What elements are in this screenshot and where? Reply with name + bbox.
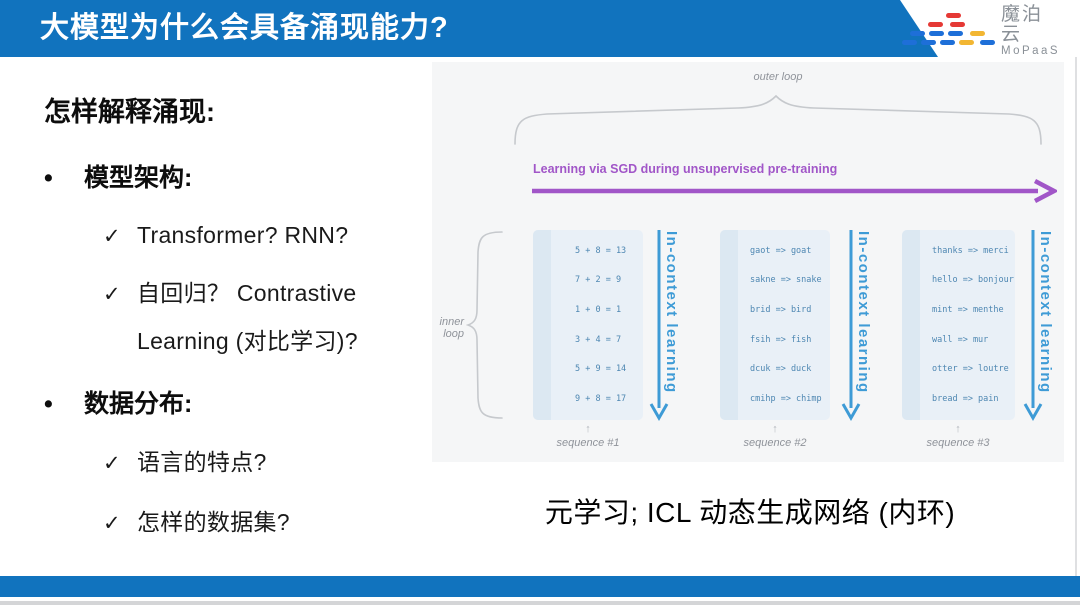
sequence-row: 3 + 4 = 7 — [575, 334, 622, 345]
slide-right-edge — [1075, 57, 1077, 576]
panel-index-strip — [902, 230, 920, 420]
up-arrow-icon: ↑ — [772, 423, 778, 435]
in-context-down-arrow-icon — [841, 230, 861, 422]
logo-dash — [980, 40, 995, 45]
sequence-row: dcuk => duck — [750, 364, 812, 375]
sequence-2-panel: gaot => goat sakne => snake brid => bird… — [720, 230, 830, 420]
sequence-row: 7 + 2 = 9 — [575, 275, 622, 286]
check-icon: ✓ — [103, 512, 121, 535]
check-icon: ✓ — [103, 283, 121, 306]
footer-bar — [0, 576, 1080, 597]
logo-dash — [910, 31, 925, 36]
sequence-row: 1 + 0 = 1 — [575, 305, 622, 316]
logo-dash — [950, 22, 965, 27]
bottom-edge — [0, 601, 1080, 605]
sequence-2-label: sequence #2 — [743, 437, 807, 449]
logo-dash — [970, 31, 985, 36]
inner-loop-brace-icon — [466, 231, 503, 419]
logo-dash — [940, 40, 955, 45]
logo-dash — [921, 40, 936, 45]
mopaas-logo: 魔泊云 MoPaaS — [902, 4, 1062, 57]
header-bar: 大模型为什么会具备涌现能力? — [0, 0, 938, 57]
inner-loop-label: inner loop — [439, 316, 464, 340]
logo-dash — [928, 22, 943, 27]
sequence-row: mint => menthe — [932, 305, 1004, 316]
logo-dash — [902, 40, 917, 45]
sub-bullet-language-traits: ✓语言的特点? — [103, 449, 267, 475]
sequence-row: 9 + 8 = 17 — [575, 394, 627, 405]
sub-bullet-autoregressive-contrastive: ✓自回归？ Contrastive Learning (对比学习)? — [103, 270, 358, 365]
logo-subtitle: MoPaaS — [1001, 44, 1061, 57]
sequence-row: sakne => snake — [750, 275, 822, 286]
sequence-row: 5 + 8 = 13 — [575, 245, 627, 256]
sequence-row: hello => bonjour — [932, 275, 1014, 286]
bullet-icon: • — [44, 390, 53, 418]
bullet-data-distribution: •数据分布: — [44, 390, 193, 418]
panel-index-strip — [720, 230, 738, 420]
sequence-3-panel: thanks => merci hello => bonjour mint =>… — [902, 230, 1015, 420]
sequence-row: 5 + 9 = 14 — [575, 364, 627, 375]
sequence-row: gaot => goat — [750, 245, 812, 256]
logo-dash — [946, 13, 961, 18]
sequence-row: otter => loutre — [932, 364, 1009, 375]
sequence-row: thanks => merci — [932, 245, 1009, 256]
figure-caption: 元学习; ICL 动态生成网络 (内环) — [544, 497, 956, 528]
sequence-1-panel: 5 + 8 = 13 7 + 2 = 9 1 + 0 = 1 3 + 4 = 7… — [533, 230, 643, 420]
up-arrow-icon: ↑ — [585, 423, 591, 435]
in-context-down-arrow-icon — [1023, 230, 1043, 422]
mopaas-logo-icon — [902, 11, 995, 51]
sequence-row: bread => pain — [932, 394, 999, 405]
in-context-down-arrow-icon — [649, 230, 669, 422]
in-context-learning-label: In-context learning — [663, 231, 680, 394]
outer-loop-label: outer loop — [753, 71, 803, 83]
sgd-pretraining-label: Learning via SGD during unsupervised pre… — [533, 162, 838, 176]
outer-loop-brace-icon — [514, 94, 1042, 145]
logo-dash — [948, 31, 963, 36]
bullet-icon: • — [44, 164, 53, 192]
check-icon: ✓ — [103, 225, 121, 248]
section-heading: 怎样解释涌现: — [44, 97, 215, 127]
sequence-row: fsih => fish — [750, 334, 812, 345]
check-icon: ✓ — [103, 452, 121, 475]
sequence-row: cmihp => chimp — [750, 394, 822, 405]
logo-name: 魔泊云 — [1001, 4, 1044, 45]
slide-title: 大模型为什么会具备涌现能力? — [40, 12, 449, 44]
logo-dash — [959, 40, 974, 45]
in-context-learning-label: In-context learning — [855, 231, 872, 394]
sgd-right-arrow-icon — [532, 179, 1057, 203]
sequence-3-label: sequence #3 — [926, 437, 990, 449]
panel-index-strip — [533, 230, 551, 420]
sequence-1-label: sequence #1 — [556, 437, 620, 449]
sub-bullet-what-dataset: ✓怎样的数据集? — [103, 509, 290, 535]
up-arrow-icon: ↑ — [955, 423, 961, 435]
sequence-row: wall => mur — [932, 334, 989, 345]
bullet-model-architecture: •模型架构: — [44, 164, 193, 192]
sub-bullet-transformer-rnn: ✓Transformer? RNN? — [103, 222, 349, 248]
in-context-learning-label: In-context learning — [1037, 231, 1054, 394]
sequence-row: brid => bird — [750, 305, 812, 316]
logo-dash — [929, 31, 944, 36]
